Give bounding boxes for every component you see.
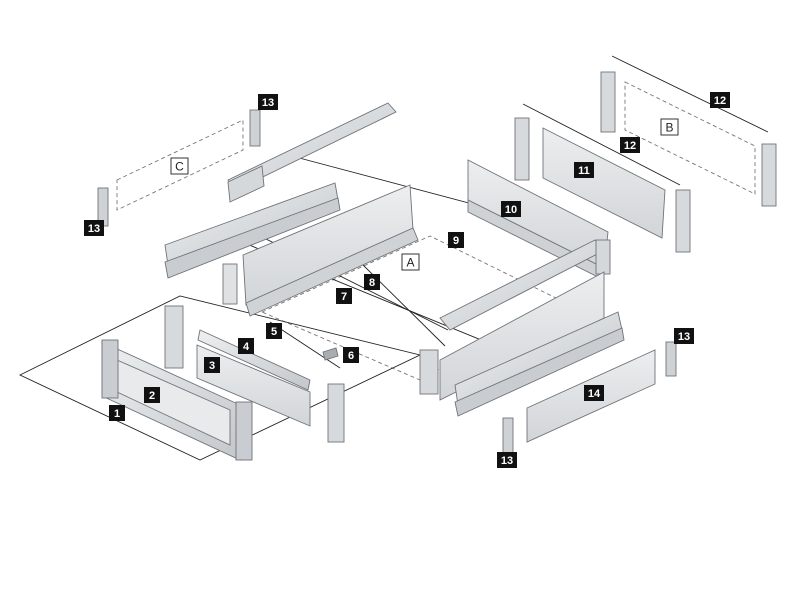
runner-right-lower — [454, 327, 625, 417]
tag-6-label: 6 — [348, 350, 354, 362]
tag-10: 10 — [501, 201, 521, 217]
panel-c-outline — [116, 119, 244, 211]
tag-3: 3 — [204, 357, 220, 373]
tag-8: 8 — [364, 274, 380, 290]
tag-12-b-label: 12 — [624, 140, 636, 152]
tag-7: 7 — [336, 288, 352, 304]
tag-12-b: 12 — [620, 137, 640, 153]
parts — [97, 71, 777, 461]
tag-13-b: 13 — [84, 220, 104, 236]
clip-13-bottom — [502, 417, 514, 455]
box-b: B — [660, 118, 679, 136]
front-panel-3 — [196, 344, 311, 427]
tag-13-a-label: 13 — [262, 97, 274, 109]
clip-13-right — [665, 341, 677, 377]
connector-12-left — [514, 117, 530, 181]
tag-14: 14 — [584, 385, 604, 401]
box-c: C — [170, 157, 189, 175]
railing-left-cap — [227, 165, 265, 203]
panel-11 — [542, 127, 666, 239]
part-6 — [322, 347, 339, 361]
drawer-side-left-base — [245, 227, 419, 317]
box-a: A — [401, 253, 420, 271]
tag-5: 5 — [266, 323, 282, 339]
tag-14-label: 14 — [588, 388, 601, 400]
tag-2: 2 — [144, 387, 160, 403]
tag-10-label: 10 — [505, 204, 517, 216]
tag-12-a-label: 12 — [714, 95, 726, 107]
front-frame-post-left — [101, 339, 119, 399]
tag-9: 9 — [448, 232, 464, 248]
rail-4 — [197, 329, 311, 391]
tag-13-d-label: 13 — [501, 455, 513, 467]
connector-12-right — [675, 189, 691, 253]
tag-2-label: 2 — [149, 390, 155, 402]
railing-right-post — [595, 239, 611, 275]
tag-13-c-label: 13 — [678, 331, 690, 343]
front-connector-right — [327, 383, 345, 443]
front-connector-left — [164, 305, 184, 369]
front-bracket-left — [222, 263, 238, 305]
tag-4-label: 4 — [243, 341, 250, 353]
front-bracket-right — [419, 349, 439, 395]
number-tags: 1 2 3 4 5 6 7 8 9 10 11 12 12 13 13 13 1… — [84, 92, 730, 468]
connector-12-top-right — [761, 143, 777, 207]
clip-13-top — [249, 109, 261, 147]
box-c-label: C — [175, 160, 184, 174]
tag-3-label: 3 — [209, 360, 215, 372]
tag-4: 4 — [238, 338, 254, 354]
tag-11: 11 — [574, 162, 594, 178]
tag-12-a: 12 — [710, 92, 730, 108]
tag-1-label: 1 — [114, 408, 120, 420]
box-b-label: B — [665, 121, 673, 135]
tag-7-label: 7 — [341, 291, 347, 303]
tag-8-label: 8 — [369, 277, 375, 289]
tag-11-label: 11 — [578, 165, 590, 177]
tag-5-label: 5 — [271, 326, 277, 338]
runner-left-lower — [164, 197, 341, 279]
panel-b-outline — [624, 81, 756, 195]
letter-boxes: A B C — [170, 118, 679, 271]
tag-9-label: 9 — [453, 235, 459, 247]
tag-13-d: 13 — [497, 452, 517, 468]
tag-1: 1 — [109, 405, 125, 421]
connector-12-top-left — [600, 71, 616, 133]
tag-6: 6 — [343, 347, 359, 363]
box-a-label: A — [406, 256, 414, 270]
tag-13-a: 13 — [258, 94, 278, 110]
front-frame-post-right — [235, 401, 253, 461]
tag-13-b-label: 13 — [88, 223, 100, 235]
tag-13-c: 13 — [674, 328, 694, 344]
